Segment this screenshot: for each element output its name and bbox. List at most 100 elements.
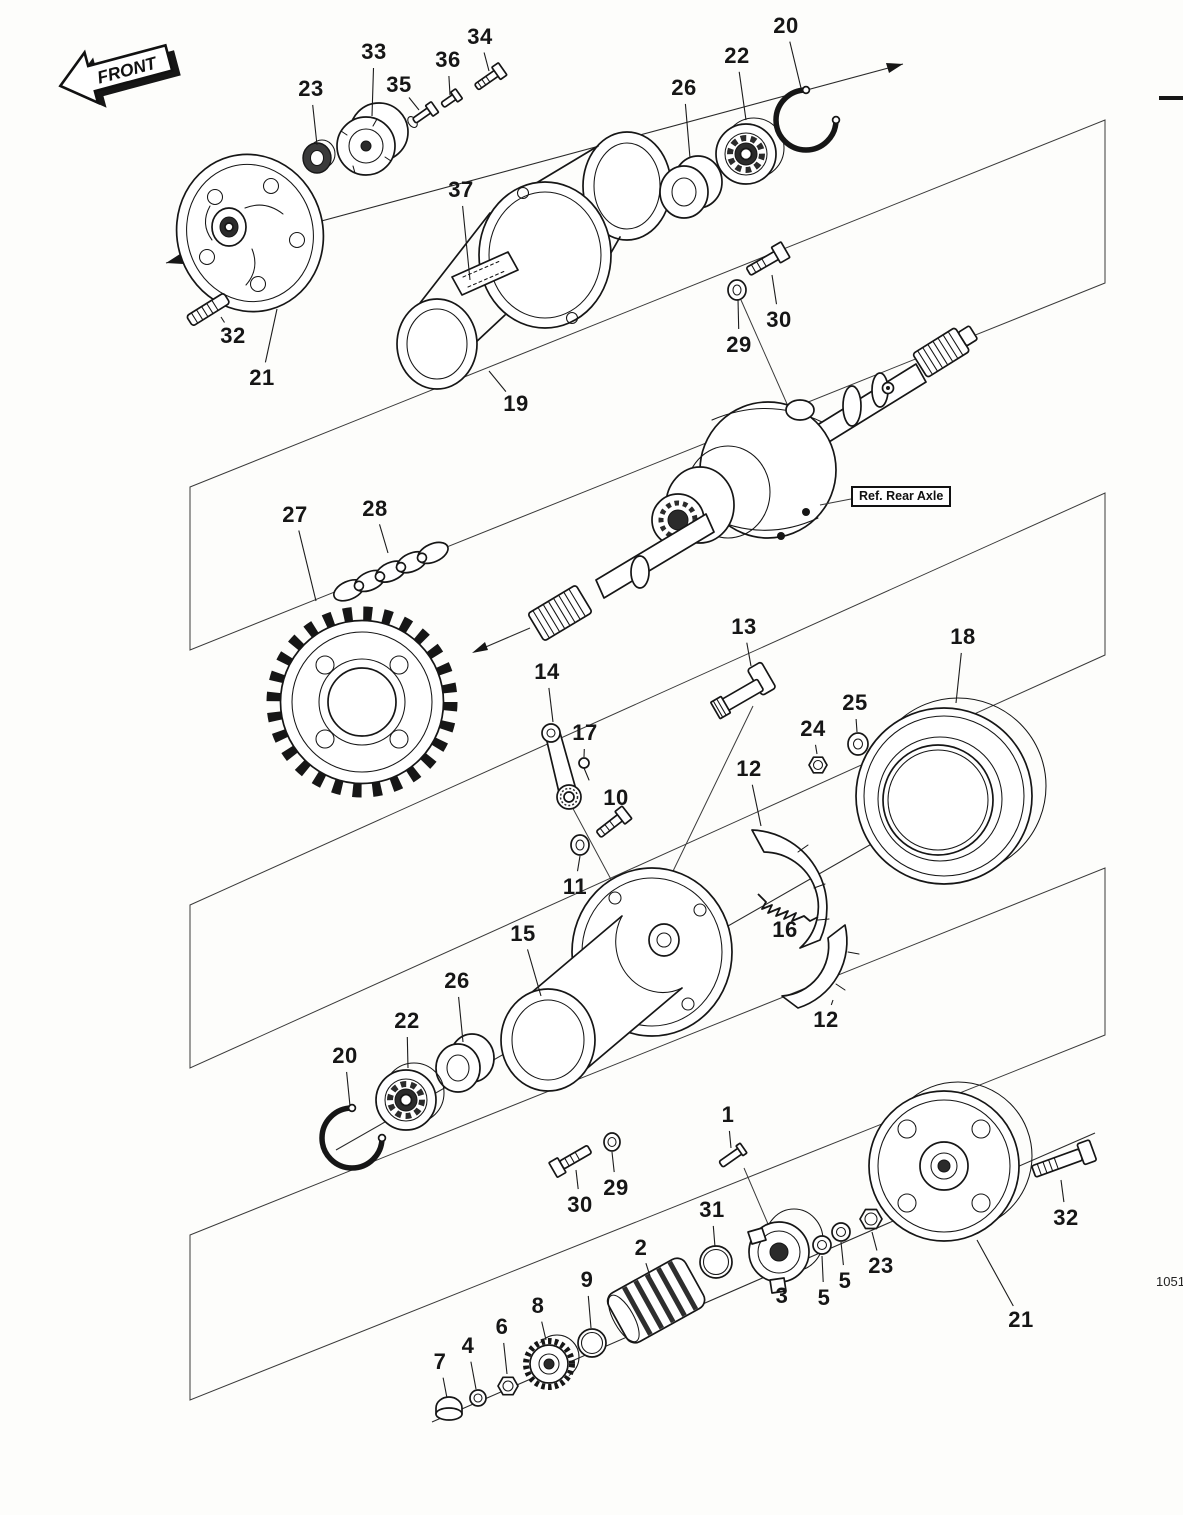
cap-nut-7 [435,1396,463,1421]
brake-spring-16 [757,893,819,922]
callout-leader-22 [738,71,747,121]
callout-23: 23 [868,1253,894,1278]
dog-coupling-3 [747,1208,824,1294]
callout-32: 32 [220,323,246,348]
splined-shaft-end-right [912,325,978,378]
o-ring-9 [577,1328,607,1358]
bearing-22-bottom [375,1062,445,1131]
callout-leader-19 [488,370,507,392]
callout-leader-23 [312,104,318,146]
callout-leader-8 [541,1321,547,1341]
callout-32: 32 [1053,1205,1079,1230]
brake-cam-13 [710,661,776,720]
callout-28: 28 [362,496,388,521]
callout-leader-18 [955,652,962,704]
brake-lever-14 [541,723,582,810]
brake-shoe-12-lower [781,924,860,1009]
bolt-30-top [746,241,791,276]
callout-21: 21 [249,365,275,390]
callout-37: 37 [448,177,474,202]
callout-leader-12 [751,784,762,827]
callout-leader-20 [346,1071,351,1107]
callout-leader-11 [576,855,581,872]
o-ring-31 [699,1245,733,1279]
callout-leader-7 [442,1377,448,1399]
callout-leader-15 [526,949,542,997]
callout-leader-26 [458,996,464,1043]
brake-shoe-12-upper [751,829,830,949]
callout-leader-lines [220,41,1065,1399]
callout-leader-30 [771,274,778,305]
front-wheel-hub-21 [175,153,325,313]
circlip-20-bottom [319,1103,387,1171]
washer-5-b [831,1222,851,1242]
splined-shaft-end-left [528,585,592,641]
page-number: 1051 [1156,1274,1183,1289]
callout-10: 10 [603,785,629,810]
callout-leader-14 [548,687,554,723]
callout-leader-1 [728,1130,732,1149]
callout-leader-25 [855,718,858,733]
knurled-coupling-8 [523,1334,580,1390]
callout-leader-29 [737,298,740,330]
rear-hub-15 [500,867,733,1092]
callout-31: 31 [699,1197,725,1222]
callout-21: 21 [1008,1307,1034,1332]
assembly-plane-lines [189,119,1106,1401]
callout-leader-37 [462,205,471,281]
callout-leader-6 [503,1342,508,1375]
callout-leader-36 [448,75,451,96]
callout-leader-22 [406,1036,409,1069]
callout-12: 12 [813,1007,839,1032]
callout-12: 12 [736,756,762,781]
callout-leader-33 [371,67,375,117]
washer-29-bottom [603,1132,621,1152]
circlip-20-top [773,85,841,153]
callout-33: 33 [361,39,387,64]
pin-1 [718,1142,748,1168]
screw-35 [407,101,440,128]
callout-leader-21 [976,1239,1014,1307]
callout-36: 36 [435,47,461,72]
callout-26: 26 [671,75,697,100]
bolt-30-bottom [548,1145,592,1178]
callout-leader-13 [746,642,752,667]
hub-flange-21-bottom [868,1081,1033,1242]
callout-29: 29 [726,332,752,357]
callout-8: 8 [531,1293,545,1318]
callout-leader-29 [611,1151,615,1173]
callout-6: 6 [495,1314,509,1339]
callout-16: 16 [772,917,798,942]
callout-leader-27 [298,530,317,602]
callout-22: 22 [724,43,750,68]
callout-leader-20 [789,41,802,89]
brake-drum-18 [855,697,1047,885]
callout-leader-5 [821,1255,824,1283]
callout-5: 5 [838,1268,852,1293]
splined-sleeve-2 [606,1257,706,1344]
callout-leader-4 [470,1361,477,1390]
callout-29: 29 [603,1175,629,1200]
callout-9: 9 [580,1267,594,1292]
callout-34: 34 [467,24,493,49]
callout-22: 22 [394,1008,420,1033]
callout-27: 27 [282,502,308,527]
washer-29-top [727,279,747,301]
callout-leader-34 [483,52,490,72]
margin-mark [1159,96,1183,100]
callout-leader-21 [264,308,278,363]
nut-24 [808,756,828,774]
washer-23-top [302,139,336,174]
callout-leader-2 [645,1263,651,1277]
screw-36 [440,88,463,108]
drive-chain-28 [332,541,449,602]
callout-24: 24 [800,716,826,741]
callout-leader-24 [814,744,818,755]
callout-leader-30 [575,1169,579,1190]
washer-5-a [812,1235,832,1255]
stud-bolt-32-top [186,293,230,326]
callout-23: 23 [298,76,324,101]
callout-leader-5 [840,1241,844,1266]
washer-11 [570,834,590,856]
